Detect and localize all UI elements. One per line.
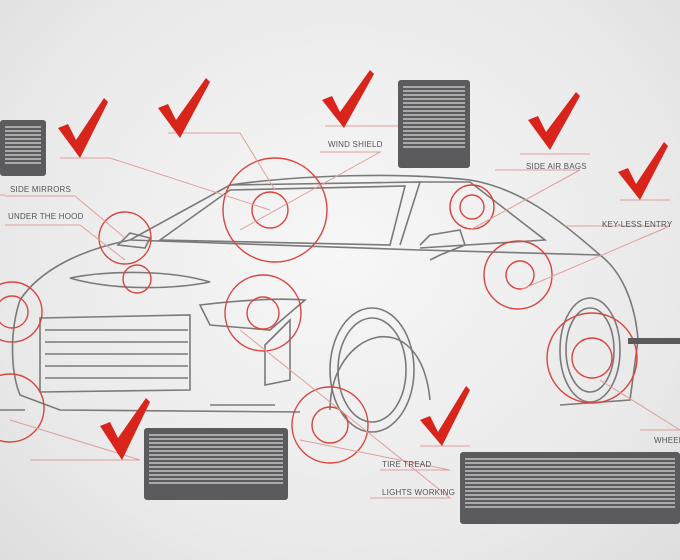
label-wind-shield: WIND SHIELD <box>328 140 383 149</box>
label-wheel: WHEEL <box>654 436 680 445</box>
label-under-the-hood: UNDER THE HOOD <box>8 212 84 221</box>
label-key-less-entry: KEY-LESS ENTRY <box>602 220 673 229</box>
checkmark-icon <box>58 98 108 158</box>
checkmark-icon <box>420 386 470 446</box>
label-side-mirrors: SIDE MIRRORS <box>10 185 72 194</box>
label-lights-working: LIGHTS WORKING <box>382 488 456 497</box>
checkmark-icon <box>158 78 210 138</box>
leader-lines <box>0 125 680 499</box>
info-text-box <box>0 120 46 176</box>
info-text-box <box>144 428 288 500</box>
checkmark-icon <box>528 92 580 150</box>
wheel-callout-bar <box>628 338 680 344</box>
checkmarks <box>58 70 668 460</box>
label-side-air-bags: SIDE AIR BAGS <box>526 162 587 171</box>
label-tire-tread: TIRE TREAD <box>382 460 432 469</box>
info-text-box <box>460 452 680 524</box>
checkmark-icon <box>322 70 374 128</box>
checkmark-icon <box>100 398 150 460</box>
info-text-box <box>398 80 470 168</box>
checkmark-icon <box>618 142 668 200</box>
highlight-circles <box>0 157 638 464</box>
